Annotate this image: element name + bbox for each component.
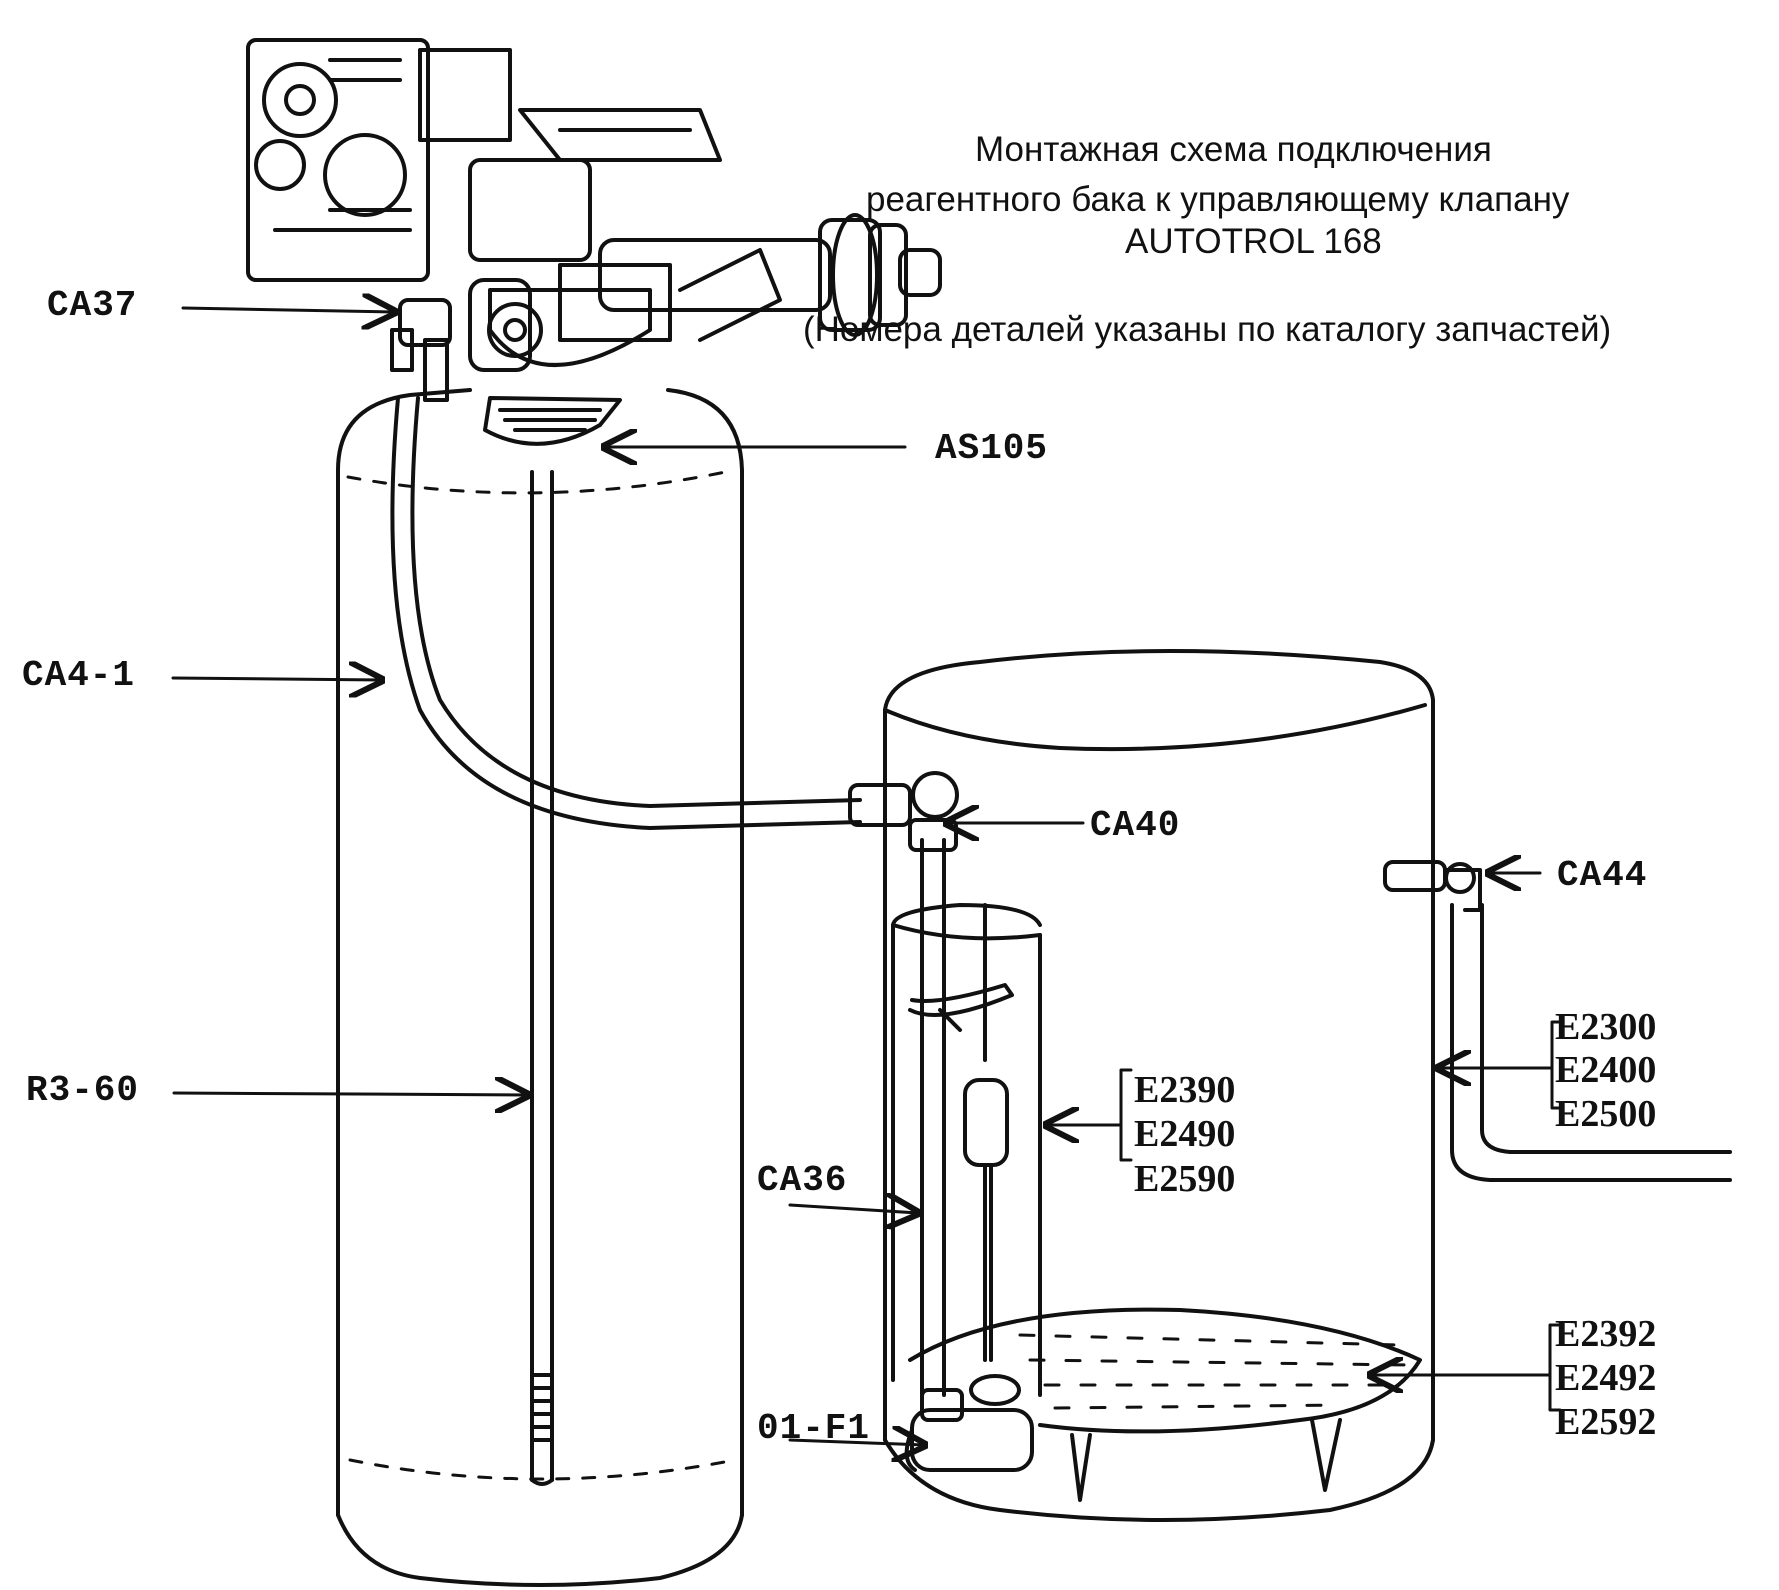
- riser-tube: [483, 396, 622, 1486]
- label-e2492: E2492: [1555, 1357, 1657, 1399]
- label-e2490: E2490: [1134, 1113, 1236, 1155]
- salt-plate: [908, 1307, 1422, 1502]
- control-valve: [246, 38, 942, 402]
- float-assembly: [963, 1078, 1009, 1362]
- brine-line: [390, 396, 862, 830]
- brine-tank: [883, 649, 1435, 1522]
- label-ca37: CA37: [47, 285, 138, 326]
- label-as105: AS105: [935, 428, 1049, 469]
- label-e2392: E2392: [1555, 1313, 1657, 1355]
- brine-valve-tube: [848, 771, 1014, 1397]
- label-e2592: E2592: [1555, 1401, 1657, 1443]
- label-e2400: E2400: [1555, 1049, 1657, 1091]
- label-ca36: CA36: [757, 1160, 848, 1201]
- label-r3-60: R3-60: [26, 1070, 140, 1111]
- label-ca40: CA40: [1090, 805, 1181, 846]
- label-e2590: E2590: [1134, 1158, 1236, 1200]
- label-ca44: CA44: [1557, 855, 1648, 896]
- leader-arrows: [171, 308, 1554, 1445]
- diagram-title: Монтажная схема подключения: [975, 130, 1492, 169]
- label-e2300: E2300: [1555, 1006, 1657, 1048]
- valve-model: AUTOTROL 168: [1125, 222, 1382, 261]
- air-check: [904, 1374, 1034, 1472]
- diagram-subtitle: реагентного бака к управляющему клапану: [866, 180, 1570, 219]
- label-01-f1: 01-F1: [757, 1408, 871, 1449]
- mineral-tank: [336, 388, 744, 1587]
- label-braces: [1119, 1020, 1564, 1412]
- label-ca4-1: CA4-1: [22, 655, 136, 696]
- label-e2500: E2500: [1555, 1093, 1657, 1135]
- label-e2390: E2390: [1134, 1069, 1236, 1111]
- catalog-note: (Номера деталей указаны по каталогу запч…: [803, 310, 1612, 349]
- overflow-fitting: [1383, 860, 1732, 1182]
